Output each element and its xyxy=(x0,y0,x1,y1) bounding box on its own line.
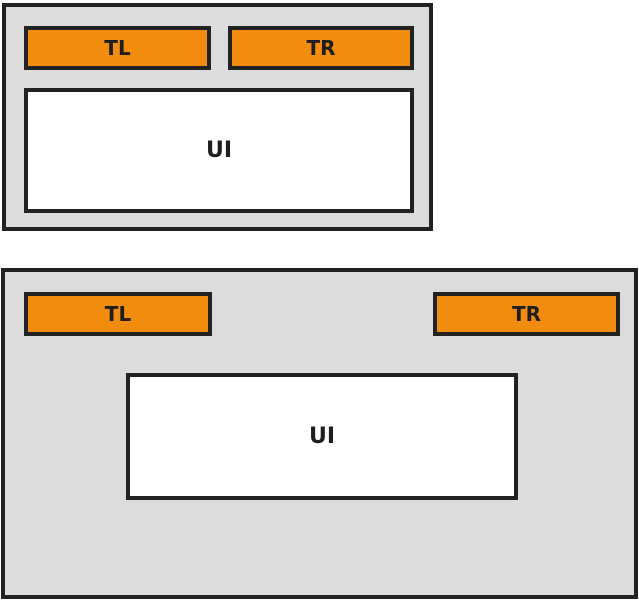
top-right-label: TR xyxy=(306,36,336,60)
top-left-box: TL xyxy=(24,26,211,70)
ui-label: UI xyxy=(308,424,336,449)
top-left-label: TL xyxy=(104,36,131,60)
top-right-box: TR xyxy=(433,292,620,336)
top-left-label: TL xyxy=(104,302,132,326)
top-right-label: TR xyxy=(511,302,542,326)
top-left-box: TL xyxy=(24,292,212,336)
ui-box: UI xyxy=(24,88,414,213)
compact-layout-panel: TL TR UI xyxy=(2,3,433,231)
wide-layout-panel: TL TR UI xyxy=(1,268,638,599)
ui-label: UI xyxy=(205,138,233,163)
top-right-box: TR xyxy=(228,26,414,70)
ui-box: UI xyxy=(126,373,518,500)
